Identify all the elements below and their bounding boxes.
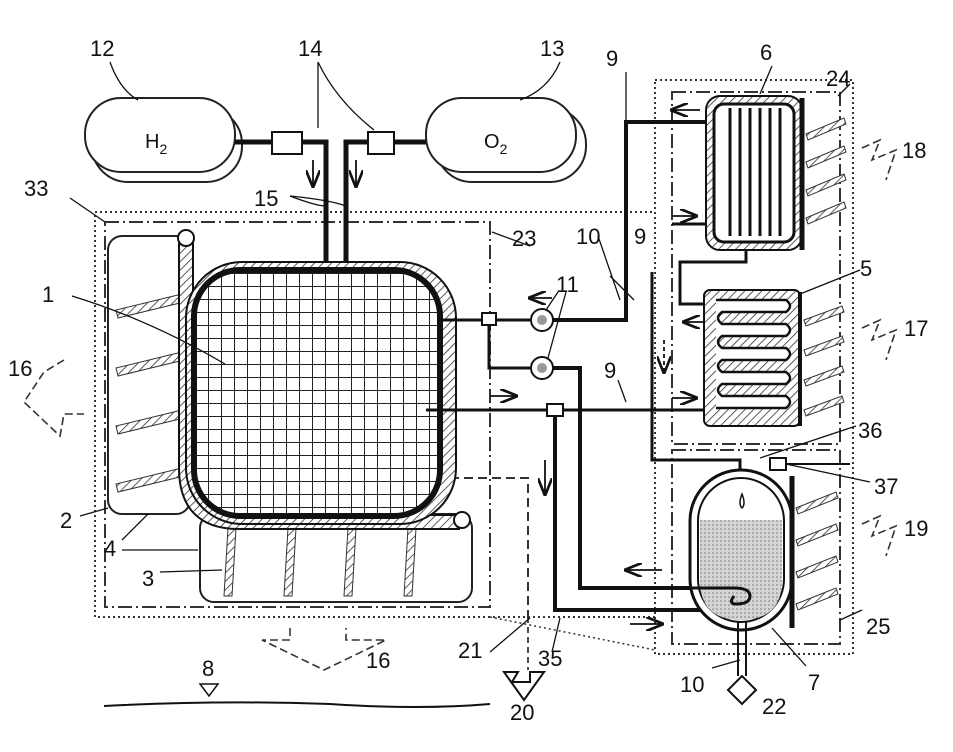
- label-1: 1: [42, 282, 54, 307]
- label-9-mid: 9: [634, 224, 646, 249]
- label-25: 25: [866, 614, 890, 639]
- label-35: 35: [538, 646, 562, 671]
- surface-marker: [200, 684, 218, 696]
- label-6: 6: [760, 40, 772, 65]
- tee-junction-2: [547, 404, 563, 416]
- zone-21-leader: [490, 617, 655, 650]
- label-24: 24: [826, 66, 850, 91]
- label-12: 12: [90, 36, 114, 61]
- label-7: 7: [808, 670, 820, 695]
- hydrogen-tank: H2: [85, 98, 242, 182]
- tee-junction-1: [482, 313, 496, 325]
- label-5: 5: [860, 256, 872, 281]
- drip-36: [740, 494, 744, 508]
- o2-line: [346, 142, 426, 268]
- label-22: 22: [762, 694, 786, 719]
- radiator-5: [704, 290, 844, 426]
- label-37: 37: [874, 474, 898, 499]
- label-18: 18: [902, 138, 926, 163]
- oxygen-tank: O2: [426, 98, 586, 182]
- label-8: 8: [202, 656, 214, 681]
- output-20-arrow: [504, 672, 544, 700]
- label-2: 2: [60, 508, 72, 533]
- outlet-22-arrow: [728, 676, 756, 704]
- label-16-bottom: 16: [366, 648, 390, 673]
- label-17: 17: [904, 316, 928, 341]
- o2-valve: [368, 132, 394, 154]
- sensor-37: [770, 458, 786, 470]
- label-9-low: 9: [604, 358, 616, 383]
- label-15: 15: [254, 186, 278, 211]
- label-33: 33: [24, 176, 48, 201]
- label-23: 23: [512, 226, 536, 251]
- h2-valve: [272, 132, 302, 154]
- label-10-bottom: 10: [680, 672, 704, 697]
- label-36: 36: [858, 418, 882, 443]
- label-11: 11: [556, 272, 579, 297]
- planet-surface: [104, 702, 490, 707]
- fuel-cell-stack: [194, 270, 440, 516]
- label-10-top: 10: [576, 224, 600, 249]
- label-14: 14: [298, 36, 322, 61]
- label-19: 19: [904, 516, 928, 541]
- label-3: 3: [142, 566, 154, 591]
- label-13: 13: [540, 36, 564, 61]
- label-16-left: 16: [8, 356, 32, 381]
- label-20: 20: [510, 700, 534, 725]
- radiator-6: [706, 96, 846, 250]
- label-9-top: 9: [606, 46, 618, 71]
- label-21: 21: [458, 638, 482, 663]
- label-4: 4: [104, 536, 116, 561]
